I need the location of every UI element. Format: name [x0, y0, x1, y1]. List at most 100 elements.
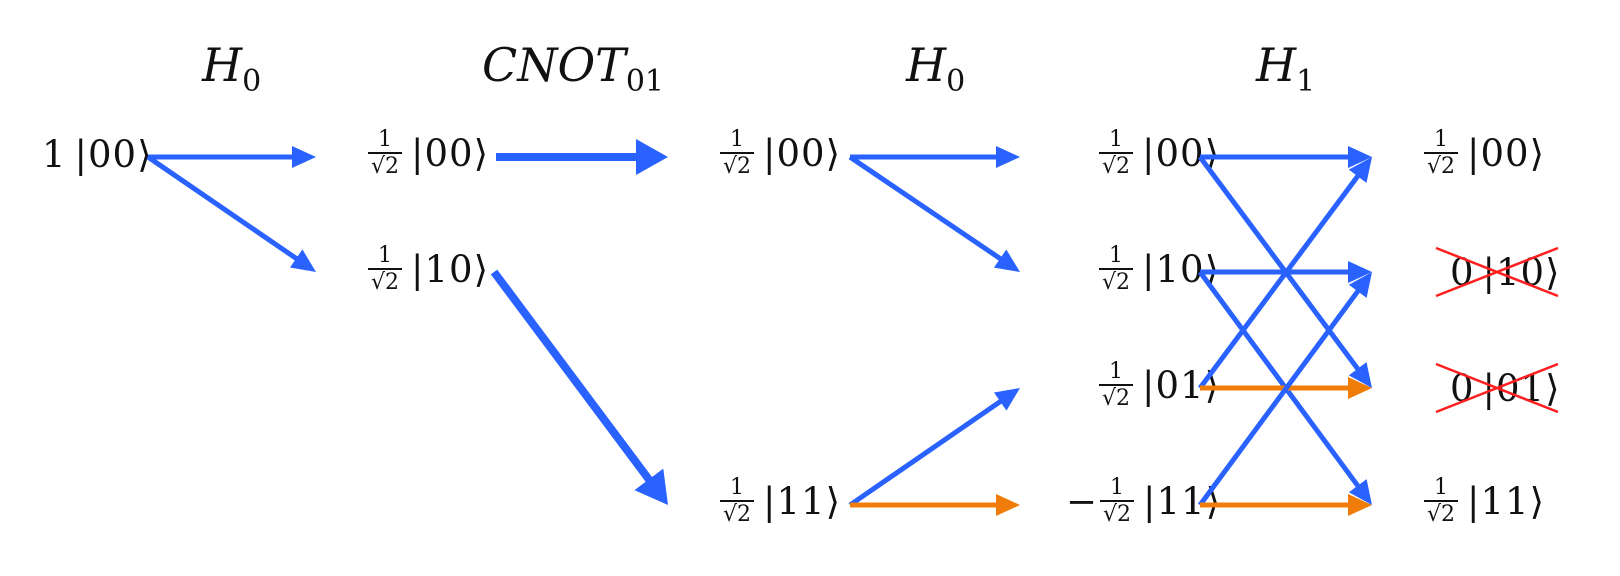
- transition-arrow: [148, 146, 316, 168]
- fraction-denominator: 2: [720, 152, 755, 178]
- strike-line: [1435, 246, 1559, 298]
- amplitude: 1 2: [720, 127, 755, 178]
- gate-label-cnot01: CNOT01: [482, 38, 664, 99]
- strike-line: [1435, 362, 1559, 414]
- fraction-numerator: 1: [1110, 475, 1125, 500]
- strike-cross-layer: [1435, 246, 1559, 414]
- arrow-shaft: [1197, 155, 1361, 372]
- arrows-layer: [146, 139, 1372, 516]
- amplitude-sign: −: [1066, 479, 1098, 523]
- arrow-shaft: [490, 269, 654, 484]
- arrow-head: [1348, 157, 1372, 183]
- amplitude: 0: [1450, 367, 1474, 410]
- state-col2-00: 1 2 |00⟩: [720, 128, 841, 178]
- fraction: 1 2: [720, 475, 755, 526]
- state-col2-11: 1 2 |11⟩: [720, 476, 841, 526]
- transition-arrow: [850, 146, 1020, 168]
- fraction: 1 2: [1100, 475, 1135, 526]
- state-col4-11: 1 2 |11⟩: [1424, 476, 1545, 526]
- fraction-denominator: 2: [720, 500, 755, 526]
- arrow-shaft: [848, 398, 1004, 508]
- strike-cross: [1435, 246, 1559, 298]
- amplitude: 0: [1450, 251, 1474, 294]
- strike-cross: [1435, 362, 1559, 414]
- arrow-head: [996, 494, 1020, 516]
- transition-arrow: [1200, 261, 1372, 283]
- fraction-denominator: 2: [368, 268, 403, 294]
- ket: |00⟩: [763, 131, 842, 175]
- gate-name: H: [906, 38, 947, 92]
- fraction: 1 2: [1099, 243, 1134, 294]
- arrow-shaft: [848, 154, 1004, 262]
- transition-arrow: [850, 494, 1020, 516]
- transition-arrow: [1200, 377, 1372, 399]
- fraction-denominator: 2: [1099, 268, 1134, 294]
- amplitude: 1 2: [720, 475, 755, 526]
- amplitude: 1 2: [1424, 127, 1459, 178]
- arrow-head: [289, 249, 316, 272]
- transition-arrow: [496, 139, 668, 175]
- fraction-numerator: 1: [378, 243, 393, 268]
- amplitude: − 1 2: [1066, 475, 1135, 526]
- ket: |11⟩: [1143, 479, 1222, 523]
- arrow-head: [1348, 362, 1372, 388]
- fraction-numerator: 1: [1434, 475, 1449, 500]
- state-col4-00: 1 2 |00⟩: [1424, 128, 1545, 178]
- fraction: 1 2: [720, 127, 755, 178]
- fraction: 1 2: [1099, 128, 1134, 178]
- fraction-numerator: 1: [1434, 127, 1449, 152]
- arrow-head: [1348, 272, 1372, 298]
- transition-arrow: [1197, 270, 1372, 505]
- ket: |01⟩: [1142, 363, 1221, 407]
- state-col1-00: 1 2 |00⟩: [368, 128, 489, 178]
- arrow-head: [634, 468, 668, 505]
- arrow-head: [1348, 479, 1372, 505]
- state-col3-01: 1 2 |01⟩: [1096, 360, 1220, 410]
- transition-arrow: [1197, 272, 1372, 507]
- fraction-denominator: 2: [1424, 152, 1459, 178]
- ket: |00⟩: [1467, 131, 1546, 175]
- fraction-denominator: 2: [1099, 384, 1134, 410]
- arrow-head: [1348, 377, 1372, 399]
- fraction-numerator: 1: [730, 475, 745, 500]
- arrow-shaft: [1197, 288, 1361, 507]
- gate-subscript: 1: [1296, 64, 1316, 99]
- fraction-numerator: 1: [1109, 359, 1124, 384]
- fraction-numerator: 1: [730, 127, 745, 152]
- fraction-denominator: 2: [1100, 500, 1135, 526]
- arrow-shaft: [1197, 270, 1361, 489]
- fraction-numerator: 1: [378, 127, 393, 152]
- transition-arrow: [490, 269, 668, 505]
- amplitude: 1 2: [368, 243, 403, 294]
- gate-subscript: 0: [946, 64, 966, 99]
- amplitude: 1: [42, 133, 66, 176]
- amplitude: 1 2: [1096, 359, 1134, 410]
- transition-arrow: [848, 154, 1020, 272]
- ket: |11⟩: [763, 479, 842, 523]
- ket: |00⟩: [74, 133, 153, 176]
- fraction-denominator: 2: [1099, 152, 1134, 178]
- arrow-shaft: [1197, 173, 1361, 390]
- amplitude: 1 2: [368, 127, 403, 178]
- ket: |10⟩: [411, 247, 490, 291]
- transition-arrow: [1197, 157, 1372, 390]
- transition-arrow: [1200, 494, 1372, 516]
- arrow-head: [1348, 494, 1372, 516]
- fraction-denominator: 2: [1424, 500, 1459, 526]
- fraction-numerator: 1: [1109, 243, 1124, 268]
- transition-arrow: [1200, 146, 1372, 168]
- arrow-head: [636, 139, 668, 175]
- state-col1-10: 1 2 |10⟩: [368, 244, 489, 294]
- transition-arrow: [1197, 155, 1372, 388]
- gate-subscript: 01: [625, 64, 665, 99]
- fraction: 1 2: [368, 243, 403, 294]
- amplitude: 1 2: [1424, 475, 1459, 526]
- arrow-shaft: [146, 154, 300, 262]
- gate-name: H: [202, 38, 243, 92]
- fraction: 1 2: [1424, 127, 1459, 178]
- arrow-head: [292, 146, 316, 168]
- ket: |00⟩: [411, 131, 490, 175]
- amplitude: 1 2: [1096, 128, 1134, 178]
- fraction: 1 2: [368, 127, 403, 178]
